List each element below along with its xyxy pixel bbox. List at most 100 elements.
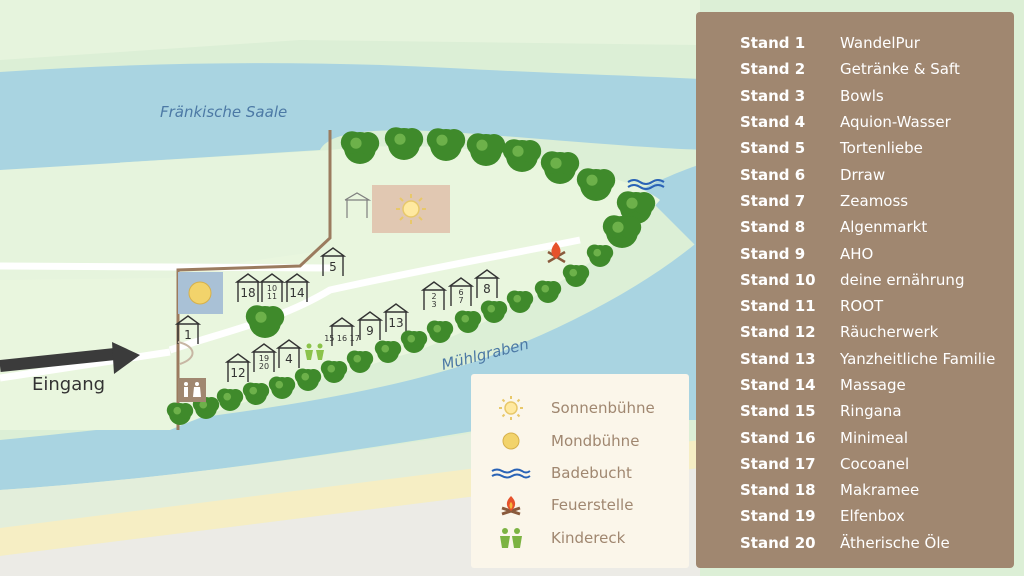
stand-name: Algenmarkt: [840, 218, 928, 237]
stand-number: Stand 7: [740, 191, 806, 210]
market-tent: 4: [275, 339, 303, 368]
campfire-icon: [547, 242, 566, 264]
toilet-icon: [178, 378, 206, 402]
market-tent: 9: [356, 311, 384, 340]
tree: [346, 350, 374, 373]
tree: [268, 376, 296, 399]
tree: [502, 139, 542, 172]
stand-name: Cocoanel: [840, 454, 910, 473]
tree: [576, 168, 616, 201]
tree: [340, 131, 380, 164]
market-tent: 18: [234, 273, 262, 302]
legend-row-wave: Badebucht: [471, 457, 689, 489]
legend-label-campfire: Feuerstelle: [551, 496, 634, 515]
legend-row-children: Kindereck: [471, 522, 689, 554]
river-label: Fränkische Saale: [160, 103, 287, 121]
stand-number: Stand 3: [740, 86, 806, 105]
stand-number: Stand 4: [740, 113, 806, 132]
stand-number: Stand 19: [740, 507, 816, 526]
tree: [400, 330, 428, 353]
children-play-icon: [305, 343, 324, 360]
tree: [506, 290, 534, 313]
stand-number: Stand 20: [740, 533, 816, 552]
legend-label-sun: Sonnenbühne: [551, 399, 655, 418]
stand-number: Stand 6: [740, 165, 806, 184]
entrance-arrow: [0, 342, 140, 374]
stand-name: Yanzheitliche Familie: [840, 349, 996, 368]
tree: [534, 280, 562, 303]
market-tent: 8: [473, 269, 501, 298]
stand-name: WandelPur: [840, 34, 920, 53]
moon-stage-icon: [188, 281, 212, 305]
tree: [426, 128, 466, 161]
stand-name: Tortenliebe: [840, 139, 923, 158]
stand-name: Minimeal: [840, 428, 908, 447]
tent-label: 5: [329, 260, 337, 274]
market-tent: 12: [224, 353, 252, 382]
tree: [480, 300, 508, 323]
legend-label-children: Kindereck: [551, 528, 626, 547]
sun-stage-icon: [396, 194, 426, 224]
market-tent: 67: [447, 277, 475, 306]
market-tent: 1: [174, 315, 202, 344]
campfire-icon: [471, 493, 551, 517]
tree: [216, 388, 244, 411]
stand-number: Stand 10: [740, 270, 816, 289]
tent-label: 18: [240, 286, 255, 300]
tent-label: 11: [267, 292, 277, 301]
stand-number: Stand 12: [740, 323, 816, 342]
festival-ground: [170, 146, 660, 430]
tree: [586, 244, 614, 267]
tent-label: 8: [483, 282, 491, 296]
stand-number: Stand 15: [740, 402, 816, 421]
stand-row: Stand 8 Algenmarkt: [696, 214, 1014, 240]
tent-label: 13: [388, 316, 403, 330]
stand-row: Stand 3 Bowls: [696, 83, 1014, 109]
path-entrance: [0, 348, 171, 382]
trees-layer: [166, 127, 656, 425]
tree: [454, 310, 482, 333]
children-icon: [471, 527, 551, 549]
legend-row-moon: Mondbühne: [471, 424, 689, 456]
stand-number: Stand 13: [740, 349, 816, 368]
market-tent: 14: [283, 273, 311, 302]
bath-bay-icon: [627, 179, 665, 190]
tent-label: 9: [366, 324, 374, 338]
wave-icon: [471, 467, 551, 479]
legend-label-wave: Badebucht: [551, 463, 632, 482]
tent-label: 19: [259, 354, 269, 363]
river-bay: [0, 139, 120, 170]
entrance-label: Eingang: [32, 374, 105, 395]
tree: [166, 402, 194, 425]
tent-label: 10: [267, 284, 277, 293]
tree: [616, 191, 656, 224]
stand-name: Elfenbox: [840, 507, 905, 526]
stand-name: AHO: [840, 244, 874, 263]
stand-number: Stand 8: [740, 218, 806, 237]
legend-panel: Sonnenbühne Mondbühne Badebucht Feuerste…: [471, 374, 689, 568]
tree: [540, 151, 580, 184]
market-tent: 13: [382, 303, 410, 332]
entrance-gate-icon: [177, 341, 194, 365]
tree: [294, 368, 322, 391]
tent-label: 1: [184, 328, 192, 342]
stand-name: Bowls: [840, 86, 884, 105]
stand-number: Stand 16: [740, 428, 816, 447]
tent-label: 15 16 17: [324, 334, 360, 343]
tree: [426, 320, 454, 343]
legend-row-campfire: Feuerstelle: [471, 489, 689, 521]
tree: [466, 133, 506, 166]
